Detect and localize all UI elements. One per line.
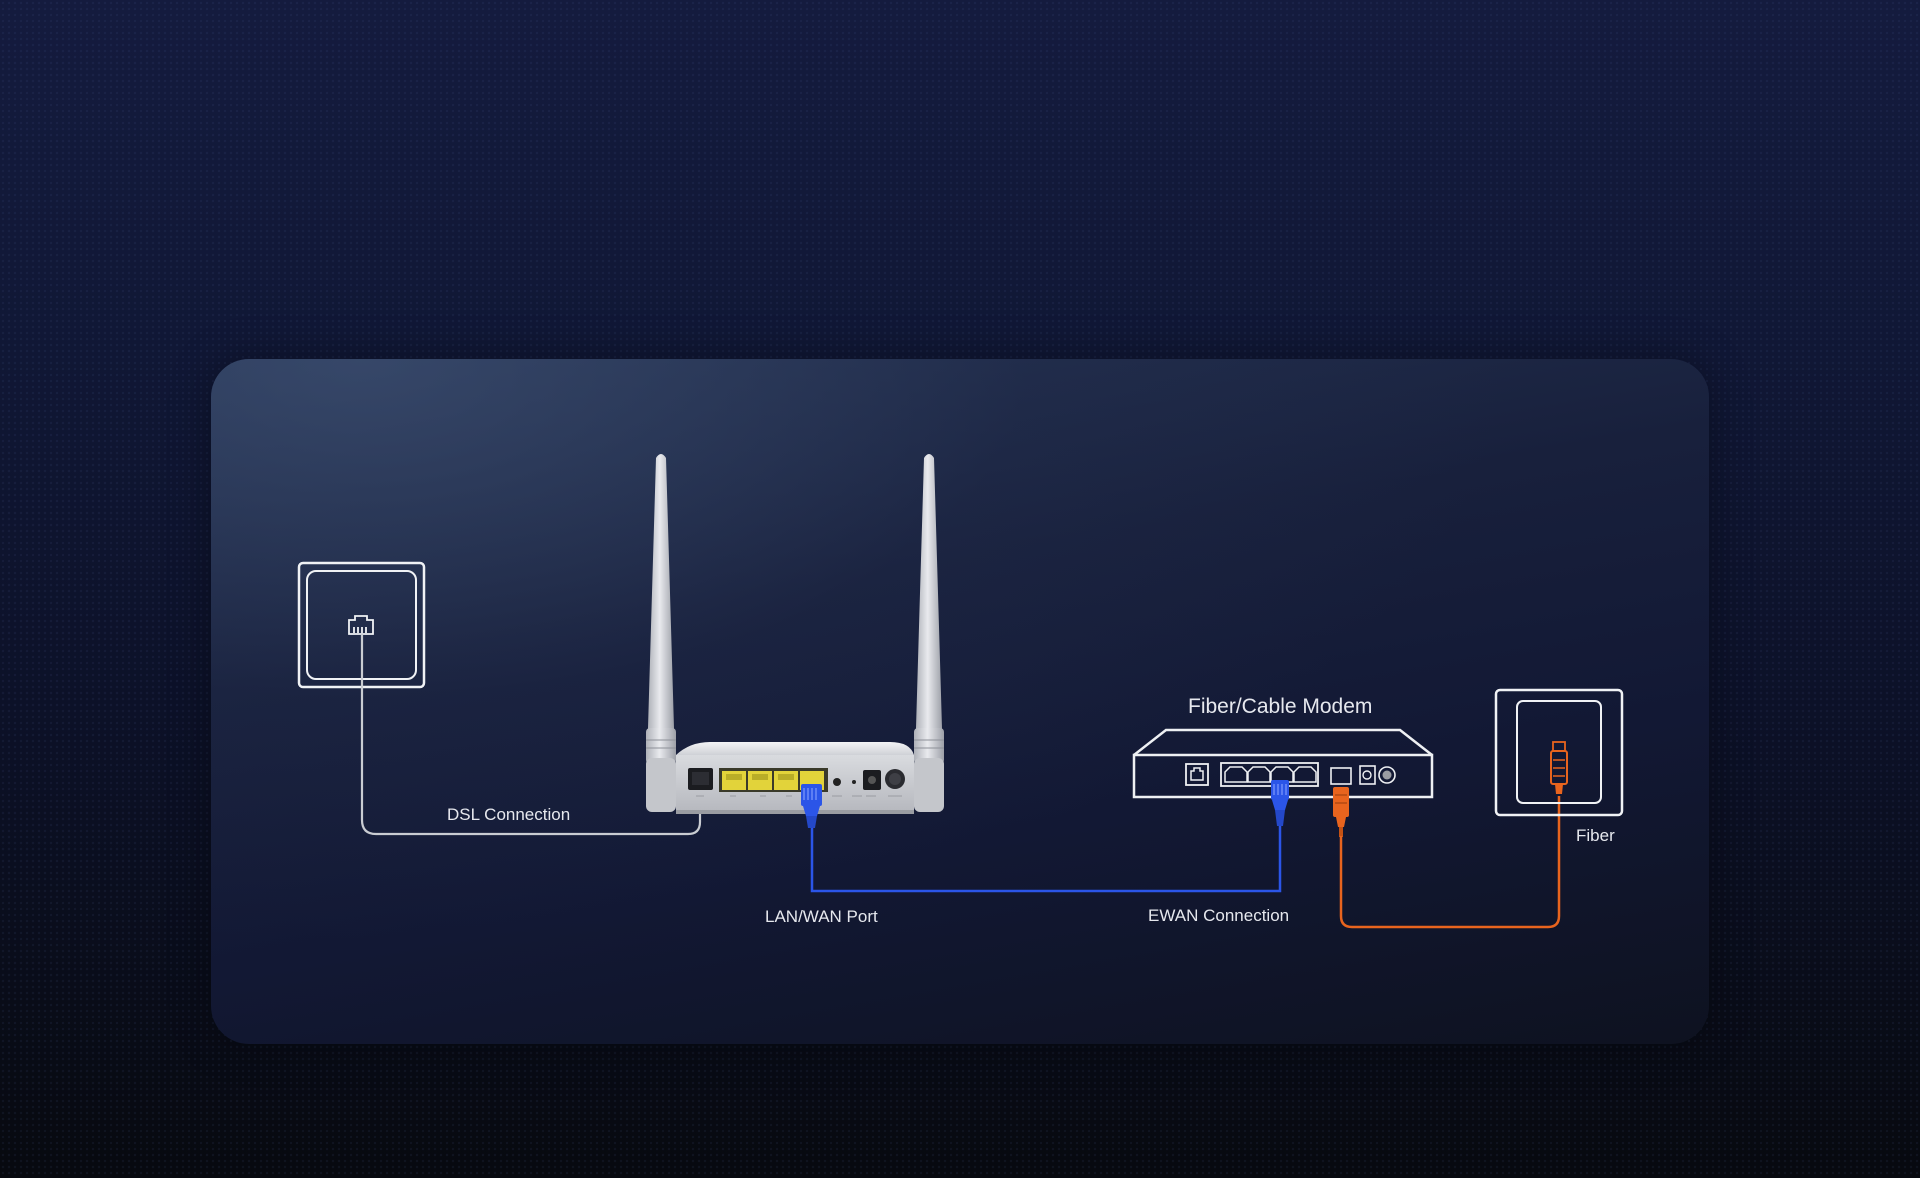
ethernet-cable (812, 826, 1280, 891)
phone-jack-icon (349, 616, 373, 634)
ewan-connection-label: EWAN Connection (1148, 906, 1289, 925)
modem-fiber-plug (1333, 787, 1349, 837)
dsl-connection-label: DSL Connection (447, 805, 570, 824)
router-ethernet-plug (801, 784, 822, 828)
modem-ethernet-plug (1271, 780, 1289, 826)
lan-wan-port-label: LAN/WAN Port (765, 907, 878, 926)
fiber-label: Fiber (1576, 826, 1615, 845)
fiber-connector-icon (1551, 742, 1567, 794)
router-antenna-right (916, 454, 942, 738)
fiber-cable-modem-label: Fiber/Cable Modem (1188, 695, 1372, 718)
router-antenna-left (648, 454, 674, 738)
router (646, 454, 944, 814)
